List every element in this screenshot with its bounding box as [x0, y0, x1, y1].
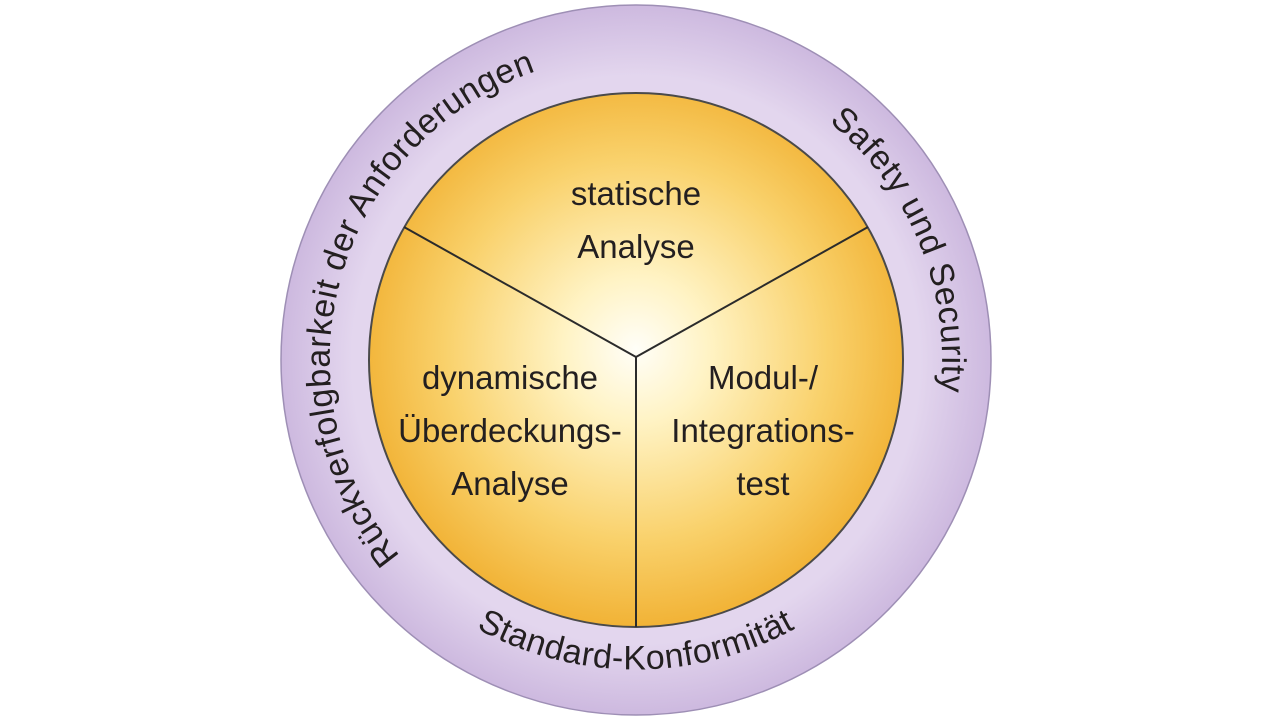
segment-right: Modul-/ Integrations- test — [671, 359, 854, 502]
segment-right-line2: Integrations- — [671, 412, 854, 449]
segment-left-line1: dynamische — [422, 359, 598, 396]
divider-left — [403, 226, 637, 358]
segment-left-line2: Überdeckungs- — [398, 412, 622, 449]
segment-left-line3: Analyse — [451, 465, 568, 502]
segment-left: dynamische Überdeckungs- Analyse — [398, 359, 622, 502]
divider-right — [635, 226, 869, 358]
segment-top: statische Analyse — [571, 175, 701, 265]
segment-right-line1: Modul-/ — [708, 359, 819, 396]
segment-top-line2: Analyse — [577, 228, 694, 265]
segment-top-line1: statische — [571, 175, 701, 212]
segment-right-line3: test — [736, 465, 789, 502]
